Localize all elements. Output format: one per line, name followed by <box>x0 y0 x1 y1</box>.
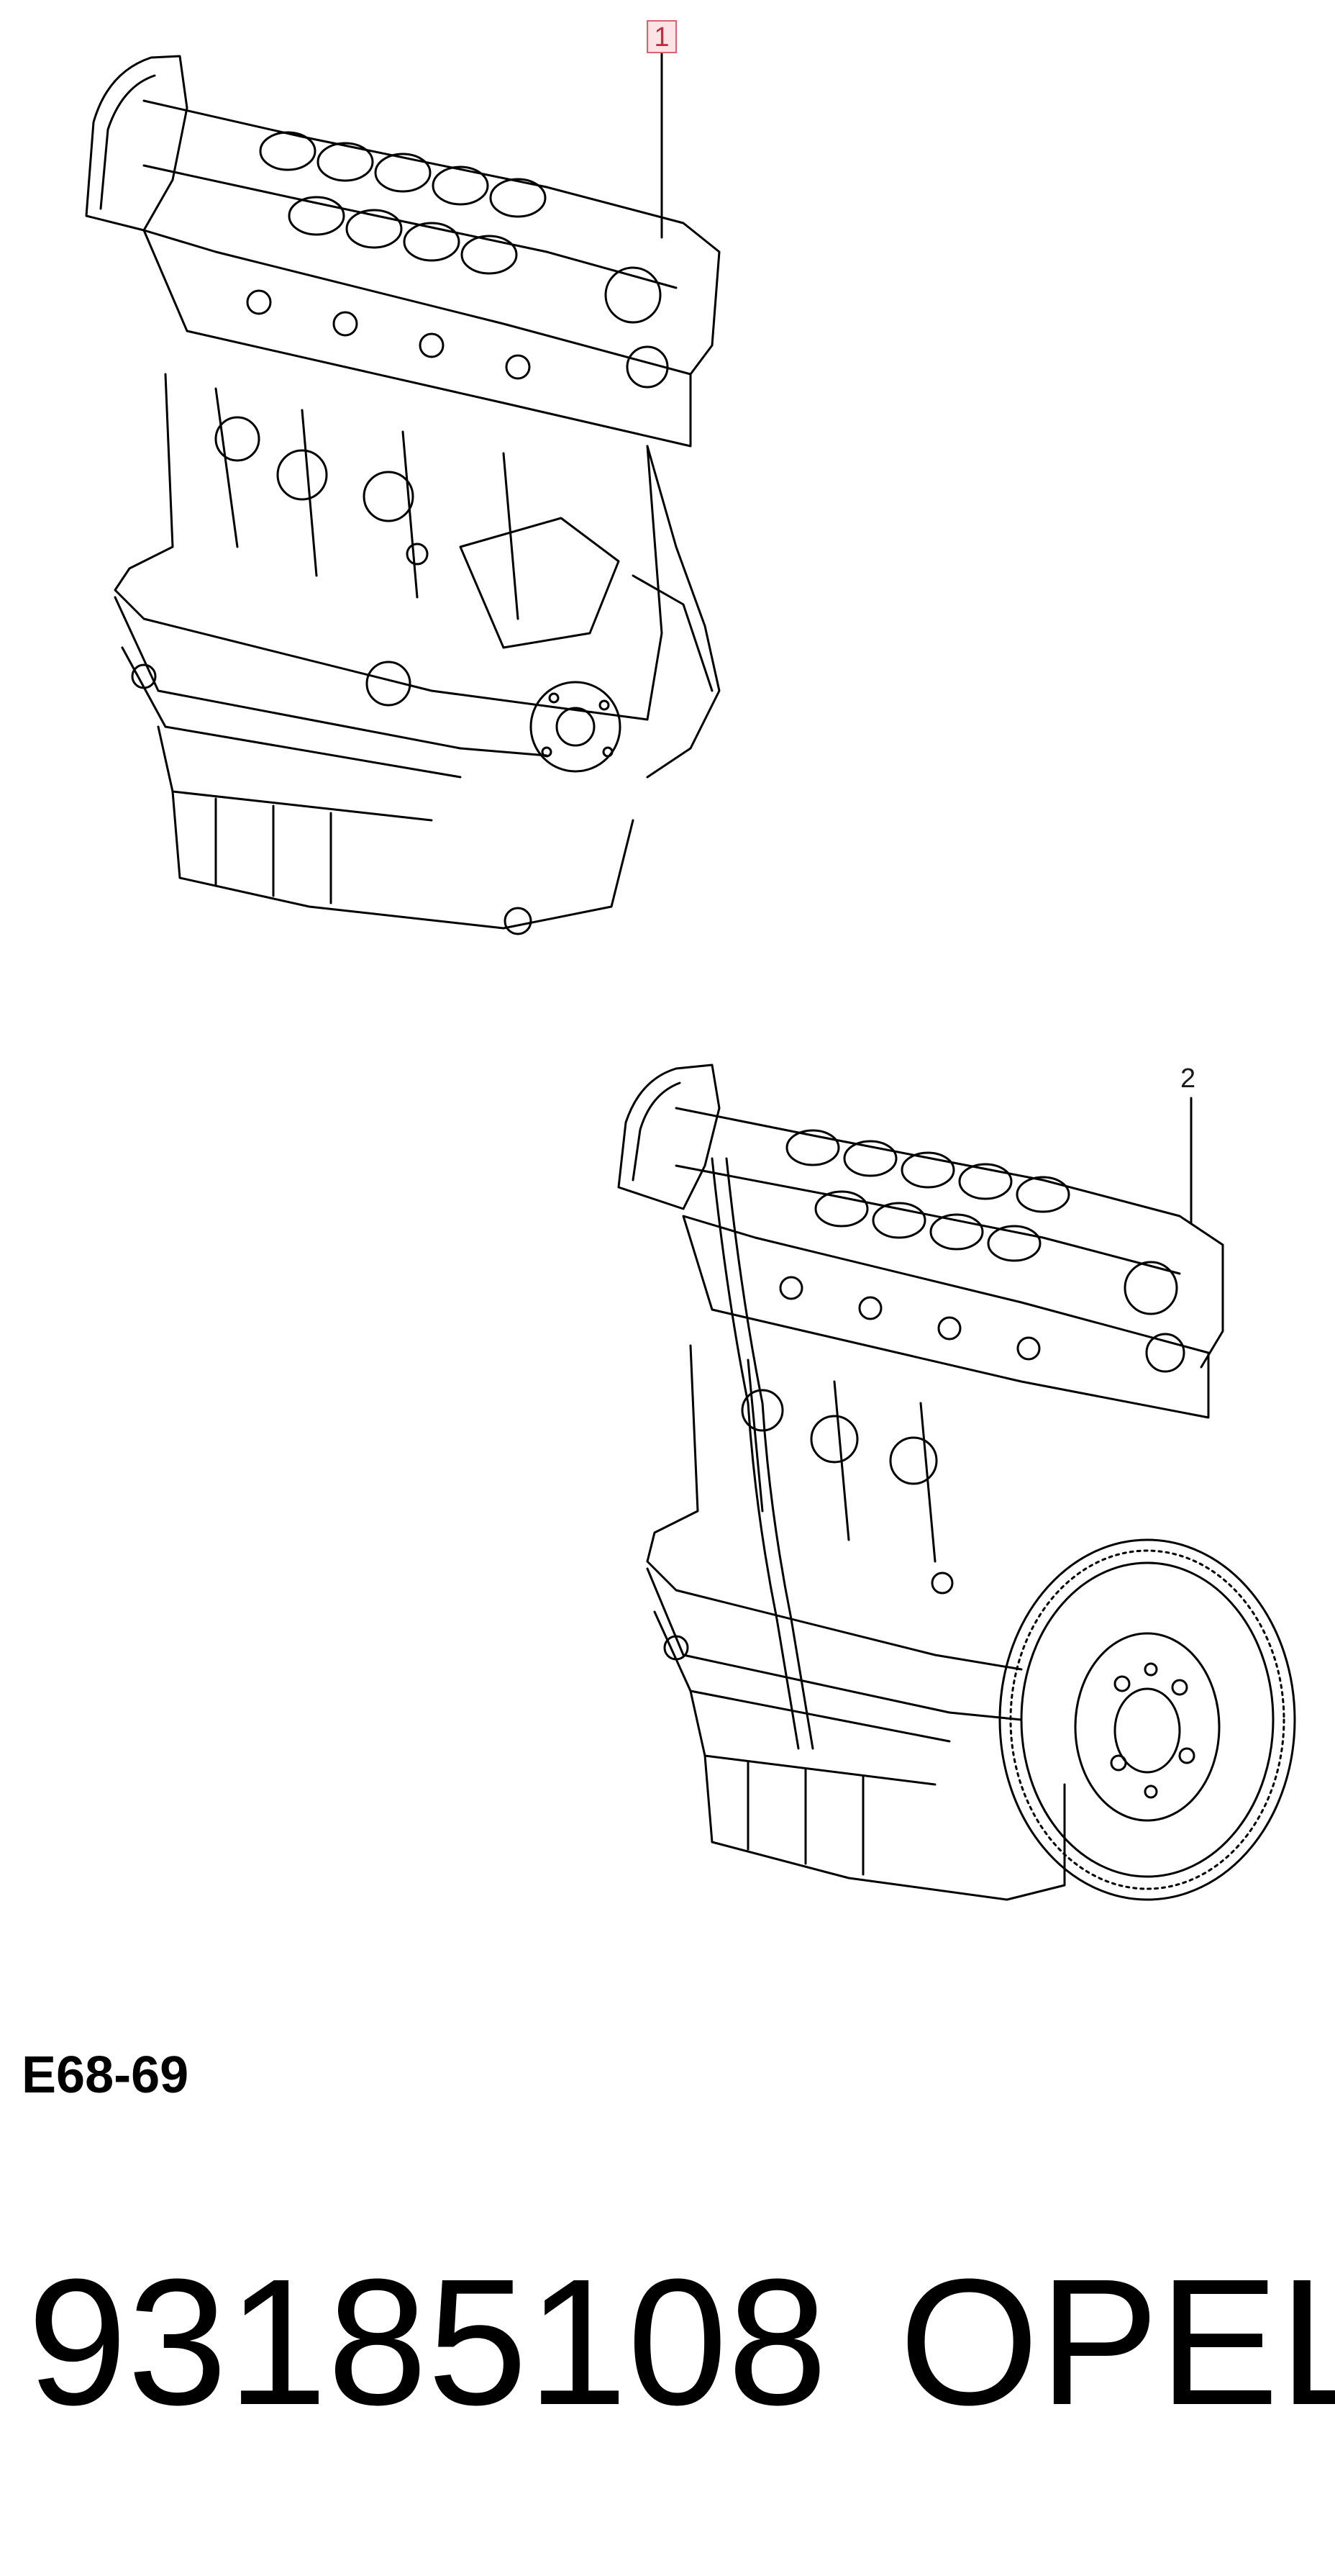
engine-diagram <box>85 52 1296 1901</box>
engine-2-with-flywheel <box>617 1063 1296 1901</box>
camshaft-lobes <box>259 131 547 275</box>
footer: 93185108 OPEL <box>0 2252 1335 2454</box>
camshaft-lobes-2 <box>785 1129 1070 1262</box>
callout-label-1[interactable]: 1 <box>647 20 677 53</box>
part-number: 93185108 <box>27 2241 828 2442</box>
oil-pan <box>171 790 634 935</box>
engine-1-long-block <box>85 52 721 935</box>
crank-pulley <box>529 681 621 773</box>
callout-label-2[interactable]: 2 <box>1180 1063 1196 1094</box>
section-code: E68-69 <box>22 2046 189 2104</box>
flywheel <box>998 1538 1296 1901</box>
brand-name: OPEL <box>899 2241 1335 2442</box>
